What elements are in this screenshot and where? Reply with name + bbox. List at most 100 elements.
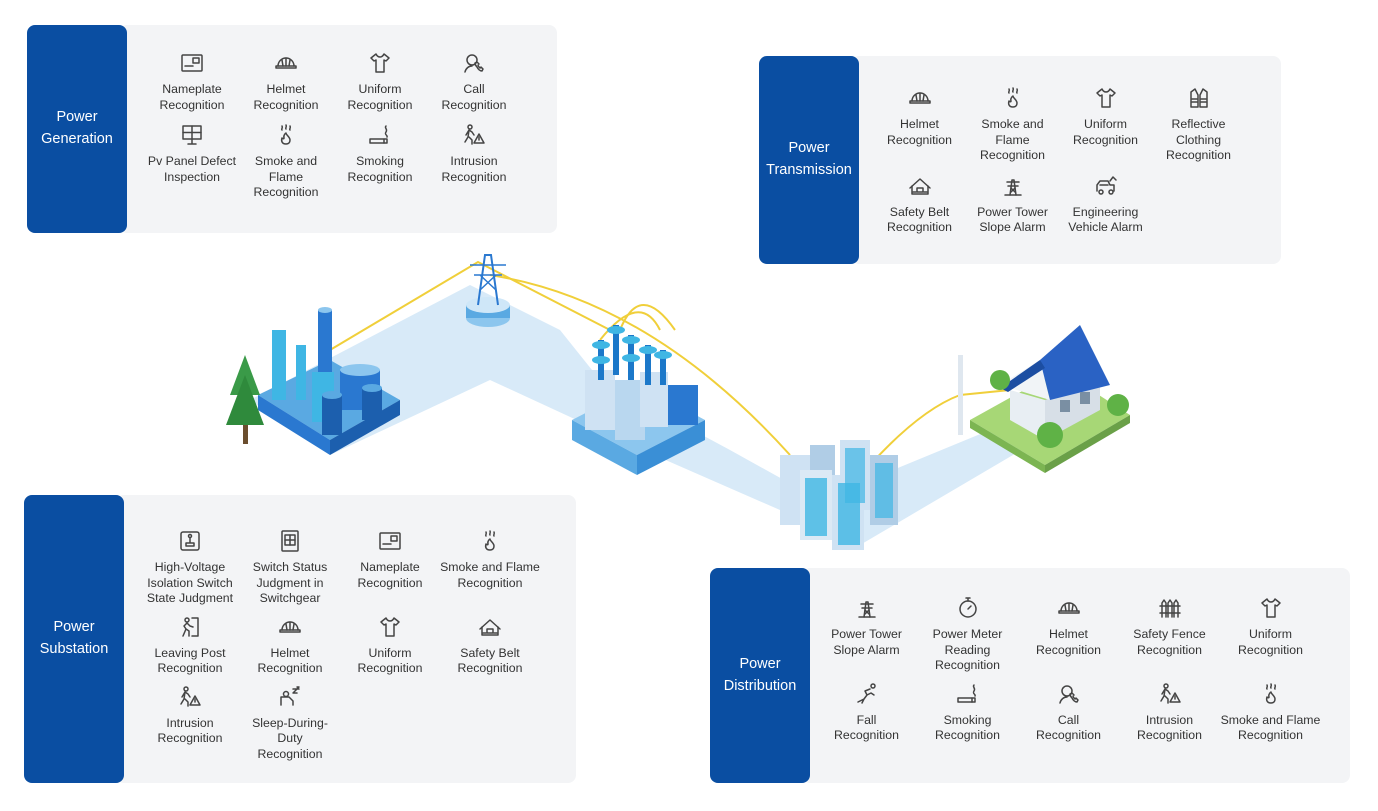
- nameplate-icon: [181, 54, 203, 72]
- panel-title-text: Power Distribution: [723, 655, 797, 694]
- feature-item: Uniform Recognition: [1059, 86, 1152, 164]
- power-wire: [329, 260, 611, 351]
- transmission-tower: [466, 254, 510, 327]
- power-plant: [258, 307, 400, 455]
- uniform-icon: [1095, 88, 1116, 108]
- leaving-post-icon: [182, 616, 199, 637]
- feature-item: Uniform Recognition: [1220, 596, 1321, 674]
- feature-item: Uniform Recognition: [340, 615, 440, 677]
- helmet-icon: [275, 57, 297, 69]
- feature-item: Helmet Recognition: [240, 615, 340, 677]
- feature-label: Uniform Recognition: [1238, 627, 1303, 657]
- feature-label: Helmet Recognition: [253, 82, 319, 112]
- helmet-icon: [279, 620, 301, 633]
- panel-power-transmission: Power Transmission Helmet Recognition Smo…: [759, 56, 1281, 264]
- feature-item: Intrusion Recognition: [1119, 682, 1220, 744]
- feature-label: Smoke and Flame Recognition: [253, 154, 319, 199]
- feature-label: Power Meter Reading Recognition: [932, 627, 1003, 672]
- feature-item: Safety Belt Recognition: [440, 615, 540, 677]
- feature-label: Intrusion Recognition: [157, 715, 223, 746]
- uniform-icon: [1260, 598, 1281, 618]
- panel-title: Power Substation: [24, 495, 124, 783]
- intrusion-icon: [180, 685, 201, 707]
- fall-icon: [856, 682, 876, 704]
- panel-title-text: Power Substation: [39, 619, 109, 657]
- feature-item: Engineering Vehicle Alarm: [1059, 174, 1152, 236]
- power-wire: [489, 274, 791, 456]
- feature-grid: Power Tower Slope Alarm Power Meter Readi…: [816, 596, 1321, 744]
- feature-item: Smoking Recognition: [917, 682, 1018, 744]
- feature-label: Helmet Recognition: [257, 645, 323, 676]
- feature-item: Smoke and Flame Recognition: [440, 529, 540, 607]
- feature-label: Smoke and Flame Recognition: [440, 560, 540, 590]
- vehicle-icon: [1095, 175, 1117, 195]
- feature-label: Helmet Recognition: [887, 117, 952, 147]
- feature-label: Nameplate Recognition: [159, 82, 225, 112]
- utility-pole: [958, 355, 963, 435]
- feature-item: Smoke and Flame Recognition: [239, 123, 333, 201]
- panel-power-generation: Power Generation Nameplate Recognition He…: [27, 25, 557, 233]
- feature-item: High-Voltage Isolation Switch State Judg…: [140, 529, 240, 607]
- feature-item: Helmet Recognition: [1018, 596, 1119, 674]
- tower-icon: [1003, 178, 1022, 196]
- feature-label: Leaving Post Recognition: [154, 645, 226, 676]
- tree: [226, 355, 264, 444]
- power-wire: [619, 304, 676, 331]
- feature-label: Pv Panel Defect Inspection: [147, 154, 237, 184]
- feature-label: Fall Recognition: [834, 712, 899, 743]
- uniform-icon: [380, 616, 400, 637]
- feature-label: Reflective Clothing Recognition: [1166, 117, 1231, 162]
- feature-label: Safety Belt Recognition: [457, 645, 523, 676]
- smoke-flame-icon: [1007, 87, 1018, 108]
- feature-label: Smoking Recognition: [935, 712, 1000, 743]
- feature-label: Call Recognition: [1036, 712, 1101, 743]
- feature-item: Sleep-During-Duty Recognition: [240, 685, 340, 763]
- panel-title-text: Power Generation: [41, 109, 113, 147]
- panel-power-substation: Power Substation High-Voltage Isolation …: [24, 495, 576, 783]
- intrusion-icon: [464, 124, 485, 145]
- nameplate-icon: [379, 532, 401, 550]
- feature-item: Power Tower Slope Alarm: [816, 596, 917, 674]
- smoke-flame-icon: [280, 124, 292, 145]
- feature-label: Smoke and Flame Recognition: [1220, 712, 1321, 743]
- feature-label: Switch Status Judgment in Switchgear: [252, 560, 328, 605]
- helmet-icon: [1057, 602, 1080, 614]
- feature-item: Smoke and Flame Recognition: [1220, 682, 1321, 744]
- feature-item: Uniform Recognition: [333, 51, 427, 113]
- smoking-icon: [956, 683, 976, 703]
- panel-title: Power Generation: [27, 25, 127, 233]
- substation: [572, 325, 705, 475]
- sleep-icon: [280, 685, 300, 706]
- feature-grid: Nameplate Recognition Helmet Recognition U…: [145, 51, 521, 201]
- panel-title: Power Transmission: [759, 56, 859, 264]
- smoke-flame-icon: [484, 530, 496, 551]
- feature-item: Call Recognition: [1018, 682, 1119, 744]
- feature-label: Safety Belt Recognition: [887, 204, 952, 235]
- feature-label: Helmet Recognition: [1036, 627, 1101, 657]
- intrusion-icon: [1159, 682, 1181, 704]
- feature-label: Smoke and Flame Recognition: [980, 117, 1045, 162]
- feature-item: Smoke and Flame Recognition: [966, 86, 1059, 164]
- panel-body: High-Voltage Isolation Switch State Judg…: [116, 495, 576, 783]
- uniform-icon: [370, 53, 390, 73]
- feature-label: Safety Fence Recognition: [1133, 627, 1206, 657]
- feature-label: High-Voltage Isolation Switch State Judg…: [146, 560, 234, 605]
- feature-item: Safety Fence Recognition: [1119, 596, 1220, 674]
- feature-item: Power Meter Reading Recognition: [917, 596, 1018, 674]
- feature-item: Nameplate Recognition: [340, 529, 440, 607]
- feature-label: Intrusion Recognition: [441, 154, 507, 184]
- feature-label: Uniform Recognition: [357, 645, 423, 676]
- helmet-icon: [908, 92, 931, 104]
- panel-title: Power Distribution: [710, 568, 810, 783]
- isolation-switch-icon: [180, 531, 200, 551]
- feature-item: Reflective Clothing Recognition: [1152, 86, 1245, 164]
- feature-label: Intrusion Recognition: [1137, 712, 1202, 743]
- feature-item: Leaving Post Recognition: [140, 615, 240, 677]
- feature-item: Intrusion Recognition: [427, 123, 521, 201]
- feature-item: Call Recognition: [427, 51, 521, 113]
- feature-item: Switch Status Judgment in Switchgear: [240, 529, 340, 607]
- feature-item: Intrusion Recognition: [140, 685, 240, 763]
- feature-label: Smoking Recognition: [347, 154, 413, 184]
- feature-label: Uniform Recognition: [1073, 117, 1138, 147]
- pv-panel-icon: [182, 125, 202, 145]
